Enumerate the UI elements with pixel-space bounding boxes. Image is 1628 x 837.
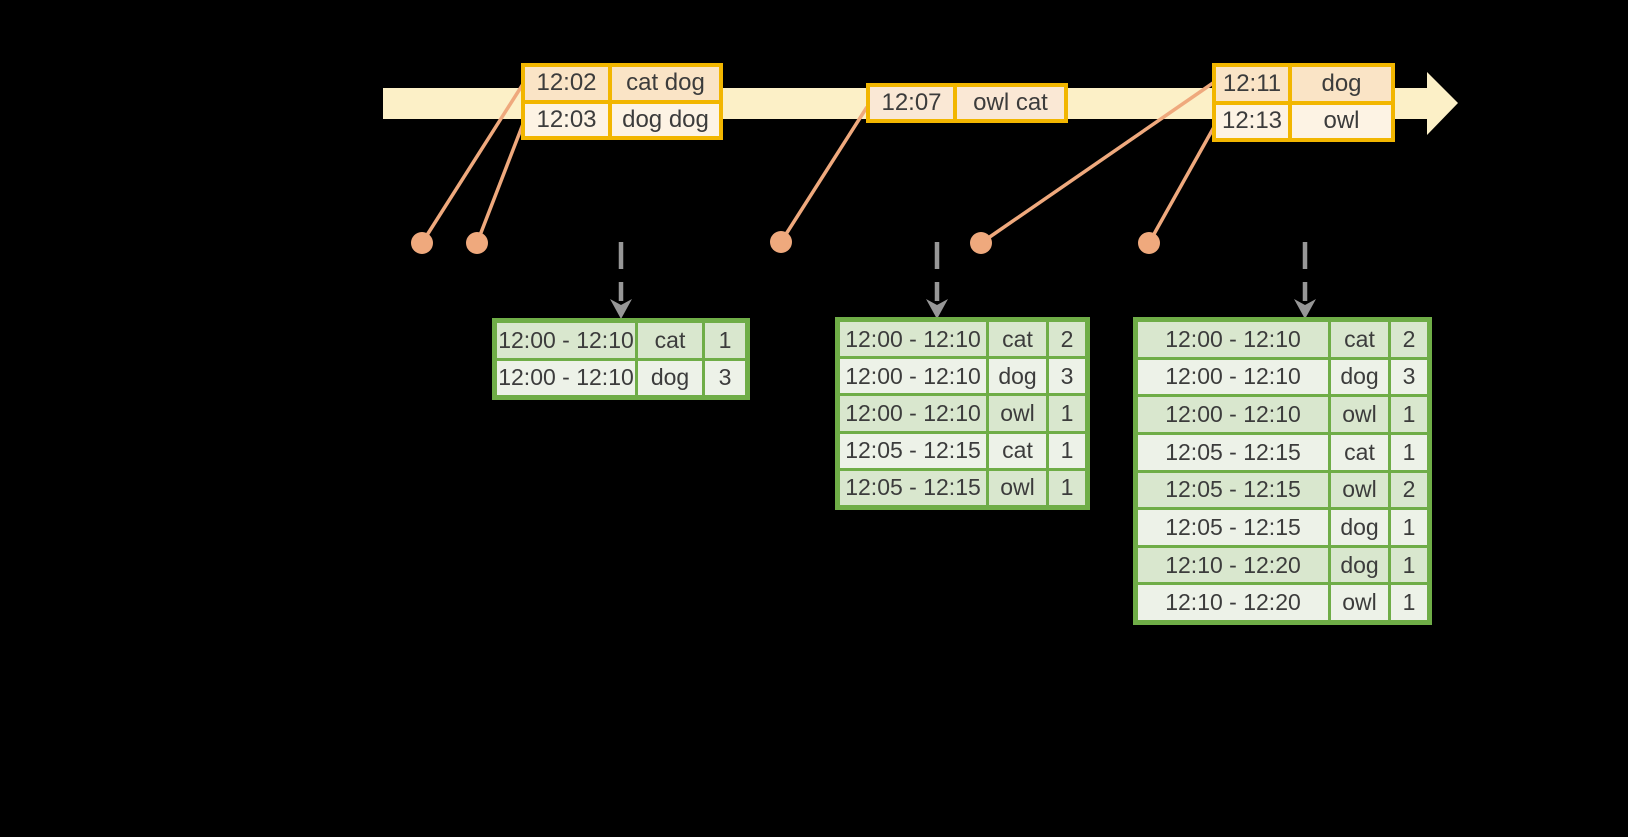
connector-line (1147, 126, 1216, 244)
result-table-3-r7-c0: 12:10 - 12:20 (1138, 585, 1328, 620)
result-table-3-r5-c1: dog (1331, 510, 1388, 545)
result-table-1-r0-c2: 1 (705, 323, 745, 358)
connector-line (779, 106, 869, 243)
result-table-3-r6-c2: 1 (1391, 547, 1427, 583)
result-table-2-r2-c1: owl (989, 396, 1046, 431)
result-table-2-r1-c0: 12:00 - 12:10 (840, 359, 986, 394)
result-table-3-r3-c0: 12:05 - 12:15 (1138, 434, 1328, 470)
result-table-3-r3-c1: cat (1331, 434, 1388, 470)
event-table-1-r0-c0: 12:02 (525, 67, 608, 100)
event-table-1-r1-c0: 12:03 (525, 103, 608, 136)
trigger-arrow (926, 242, 948, 319)
event-table-1-r0-c1: cat dog (612, 67, 719, 100)
result-table-3-r0-c0: 12:00 - 12:10 (1138, 322, 1328, 357)
trigger-arrow (1294, 242, 1316, 319)
result-table-2-r1-c2: 3 (1049, 359, 1085, 394)
result-table-2-r0-c2: 2 (1049, 322, 1085, 357)
result-table-3-r6-c1: dog (1331, 547, 1388, 583)
result-table-3-r4-c0: 12:05 - 12:15 (1138, 472, 1328, 508)
result-table-3-r1-c2: 3 (1391, 359, 1427, 395)
connector-line (420, 83, 525, 244)
result-table-3-r6-c0: 12:10 - 12:20 (1138, 547, 1328, 583)
result-table-3-r0-c2: 2 (1391, 322, 1427, 357)
result-table-2-r3-c0: 12:05 - 12:15 (840, 433, 986, 468)
result-table-3-r2-c1: owl (1331, 397, 1388, 432)
event-dot (411, 232, 433, 254)
result-table-1-r0-c1: cat (638, 323, 702, 358)
event-table-3-r1-c1: owl (1292, 104, 1391, 138)
event-table-3-r1-c0: 12:13 (1216, 104, 1288, 138)
result-table-3-r2-c0: 12:00 - 12:10 (1138, 397, 1328, 432)
result-table-3-r0-c1: cat (1331, 322, 1388, 357)
result-table-3-r4-c2: 2 (1391, 472, 1427, 508)
event-table-3-r0-c0: 12:11 (1216, 67, 1288, 101)
result-table-2-r3-c1: cat (989, 433, 1046, 468)
event-dot (466, 232, 488, 254)
result-table-1-r1-c2: 3 (705, 360, 745, 395)
event-table-2-r0-c0: 12:07 (870, 87, 953, 119)
result-table-3-r2-c2: 1 (1391, 397, 1427, 432)
result-table-3-r3-c2: 1 (1391, 434, 1427, 470)
result-table-2-r4-c0: 12:05 - 12:15 (840, 470, 986, 505)
result-table-3-r5-c0: 12:05 - 12:15 (1138, 510, 1328, 545)
event-dot (1138, 232, 1160, 254)
result-table-2-r4-c2: 1 (1049, 470, 1085, 505)
result-table-2-r3-c2: 1 (1049, 433, 1085, 468)
result-table-3-r7-c2: 1 (1391, 585, 1427, 620)
event-dot (970, 232, 992, 254)
event-dot (770, 231, 792, 253)
result-table-3-r4-c1: owl (1331, 472, 1388, 508)
trigger-arrowhead-icon (1294, 299, 1316, 319)
result-table-2-r4-c1: owl (989, 470, 1046, 505)
connector-line (475, 123, 525, 244)
connector-line (980, 81, 1214, 245)
result-table-1-r1-c0: 12:00 - 12:10 (497, 360, 635, 395)
trigger-arrow (610, 242, 632, 319)
event-table-3-r0-c1: dog (1292, 67, 1391, 101)
result-table-2-r2-c0: 12:00 - 12:10 (840, 396, 986, 431)
event-table-2-r0-c1: owl cat (957, 87, 1064, 119)
result-table-1-r1-c1: dog (638, 360, 702, 395)
trigger-arrowhead-icon (610, 299, 632, 319)
result-table-2-r0-c0: 12:00 - 12:10 (840, 322, 986, 357)
result-table-2-r2-c2: 1 (1049, 396, 1085, 431)
result-table-3-r1-c1: dog (1331, 359, 1388, 395)
result-table-3-r7-c1: owl (1331, 585, 1388, 620)
result-table-1-r0-c0: 12:00 - 12:10 (497, 323, 635, 358)
result-table-2-r0-c1: cat (989, 322, 1046, 357)
event-table-1-r1-c1: dog dog (612, 103, 719, 136)
result-table-3-r5-c2: 1 (1391, 510, 1427, 545)
trigger-arrowhead-icon (926, 299, 948, 319)
result-table-2-r1-c1: dog (989, 359, 1046, 394)
timeline-arrowhead-icon (1427, 72, 1458, 135)
result-table-3-r1-c0: 12:00 - 12:10 (1138, 359, 1328, 395)
